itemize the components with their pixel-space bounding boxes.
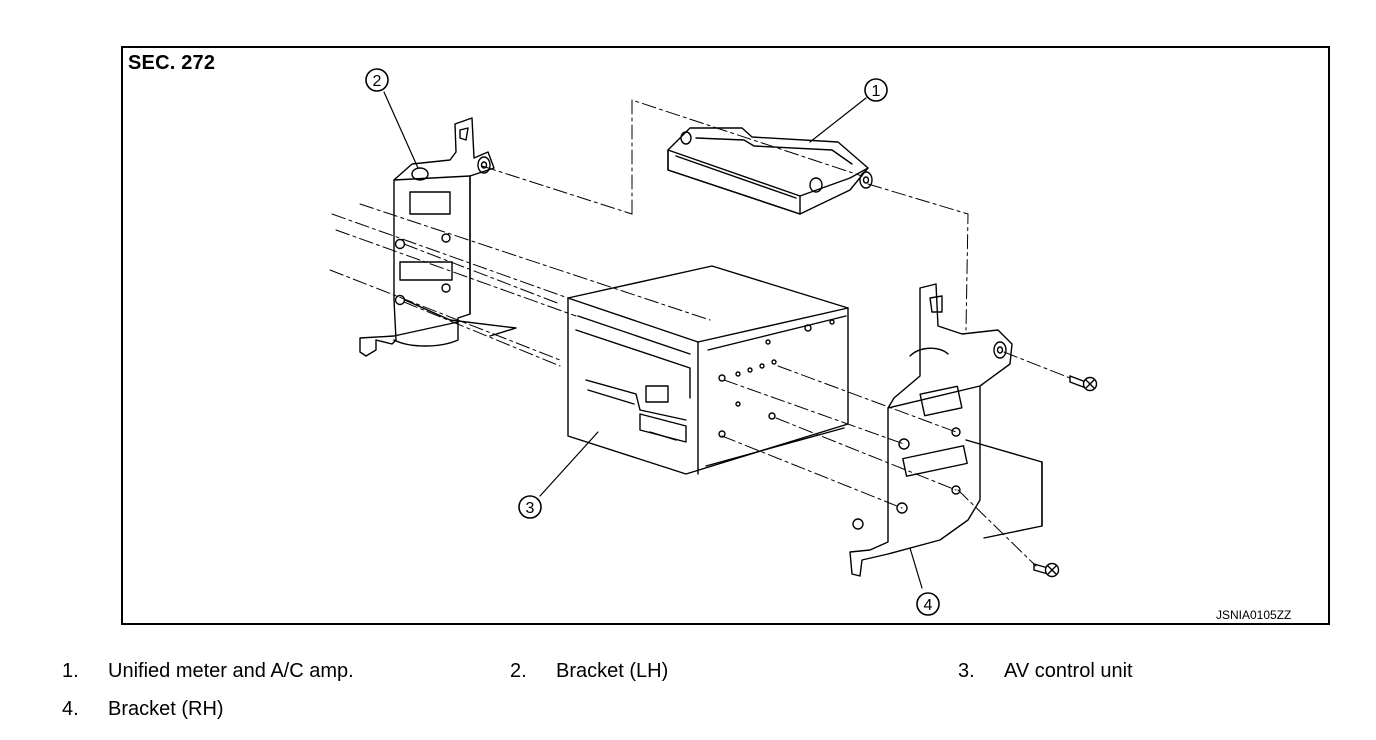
legend-label: Unified meter and A/C amp.	[108, 660, 354, 682]
svg-text:4: 4	[924, 597, 933, 614]
legend-label: Bracket (LH)	[556, 660, 669, 682]
callout-4: 4	[916, 592, 940, 616]
av-control-unit-part	[567, 265, 849, 475]
svg-text:3: 3	[526, 500, 535, 517]
bracket-rh-part	[849, 283, 1043, 577]
legend-number: 4.	[62, 698, 79, 720]
section-label: SEC. 272	[128, 52, 216, 74]
svg-text:1: 1	[872, 83, 881, 100]
bracket-lh-part	[359, 117, 517, 357]
legend-number: 1.	[62, 660, 79, 682]
unified-meter-ac-amp-part	[667, 127, 873, 215]
callout-2: 2	[365, 68, 389, 92]
callout-3: 3	[518, 495, 542, 519]
svg-text:2: 2	[373, 73, 382, 90]
diagram-frame	[121, 46, 1330, 625]
legend-number: 3.	[958, 660, 975, 682]
figure-code: JSNIA0105ZZ	[1216, 608, 1292, 622]
screw-lower-part	[1033, 562, 1060, 578]
legend-label: Bracket (RH)	[108, 698, 224, 720]
leader-lines	[383, 91, 923, 589]
legend-label: AV control unit	[1004, 660, 1133, 682]
screw-upper-part	[1069, 375, 1098, 392]
assembly-lines	[329, 99, 1071, 567]
legend-number: 2.	[510, 660, 527, 682]
callout-1: 1	[864, 78, 888, 102]
